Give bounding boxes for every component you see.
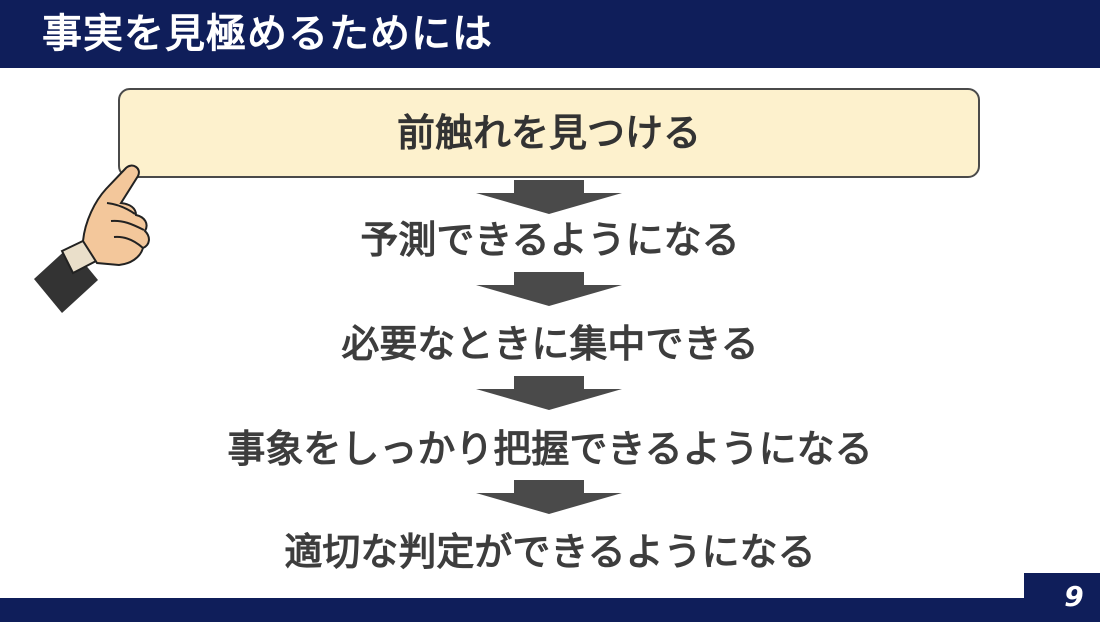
page-badge — [1024, 573, 1100, 622]
page-number: 9 — [1064, 580, 1084, 613]
down-arrow-icon — [476, 272, 622, 306]
highlight-box: 前触れを見つける — [118, 88, 980, 178]
footer-bar — [0, 598, 1100, 622]
down-arrow-icon — [476, 180, 622, 214]
down-arrow-icon — [476, 376, 622, 410]
step-item: 事象をしっかり把握できるようになる — [227, 427, 873, 471]
step-item: 適切な判定ができるようになる — [284, 530, 816, 574]
slide-title: 事実を見極めるためには — [42, 11, 493, 57]
step-item: 予測できるようになる — [360, 218, 740, 262]
title-bar — [0, 0, 1100, 68]
highlight-text: 前触れを見つける — [396, 111, 701, 155]
step-item: 必要なときに集中できる — [341, 322, 759, 366]
down-arrow-icon — [476, 480, 622, 514]
pointing-hand-icon — [34, 164, 150, 313]
